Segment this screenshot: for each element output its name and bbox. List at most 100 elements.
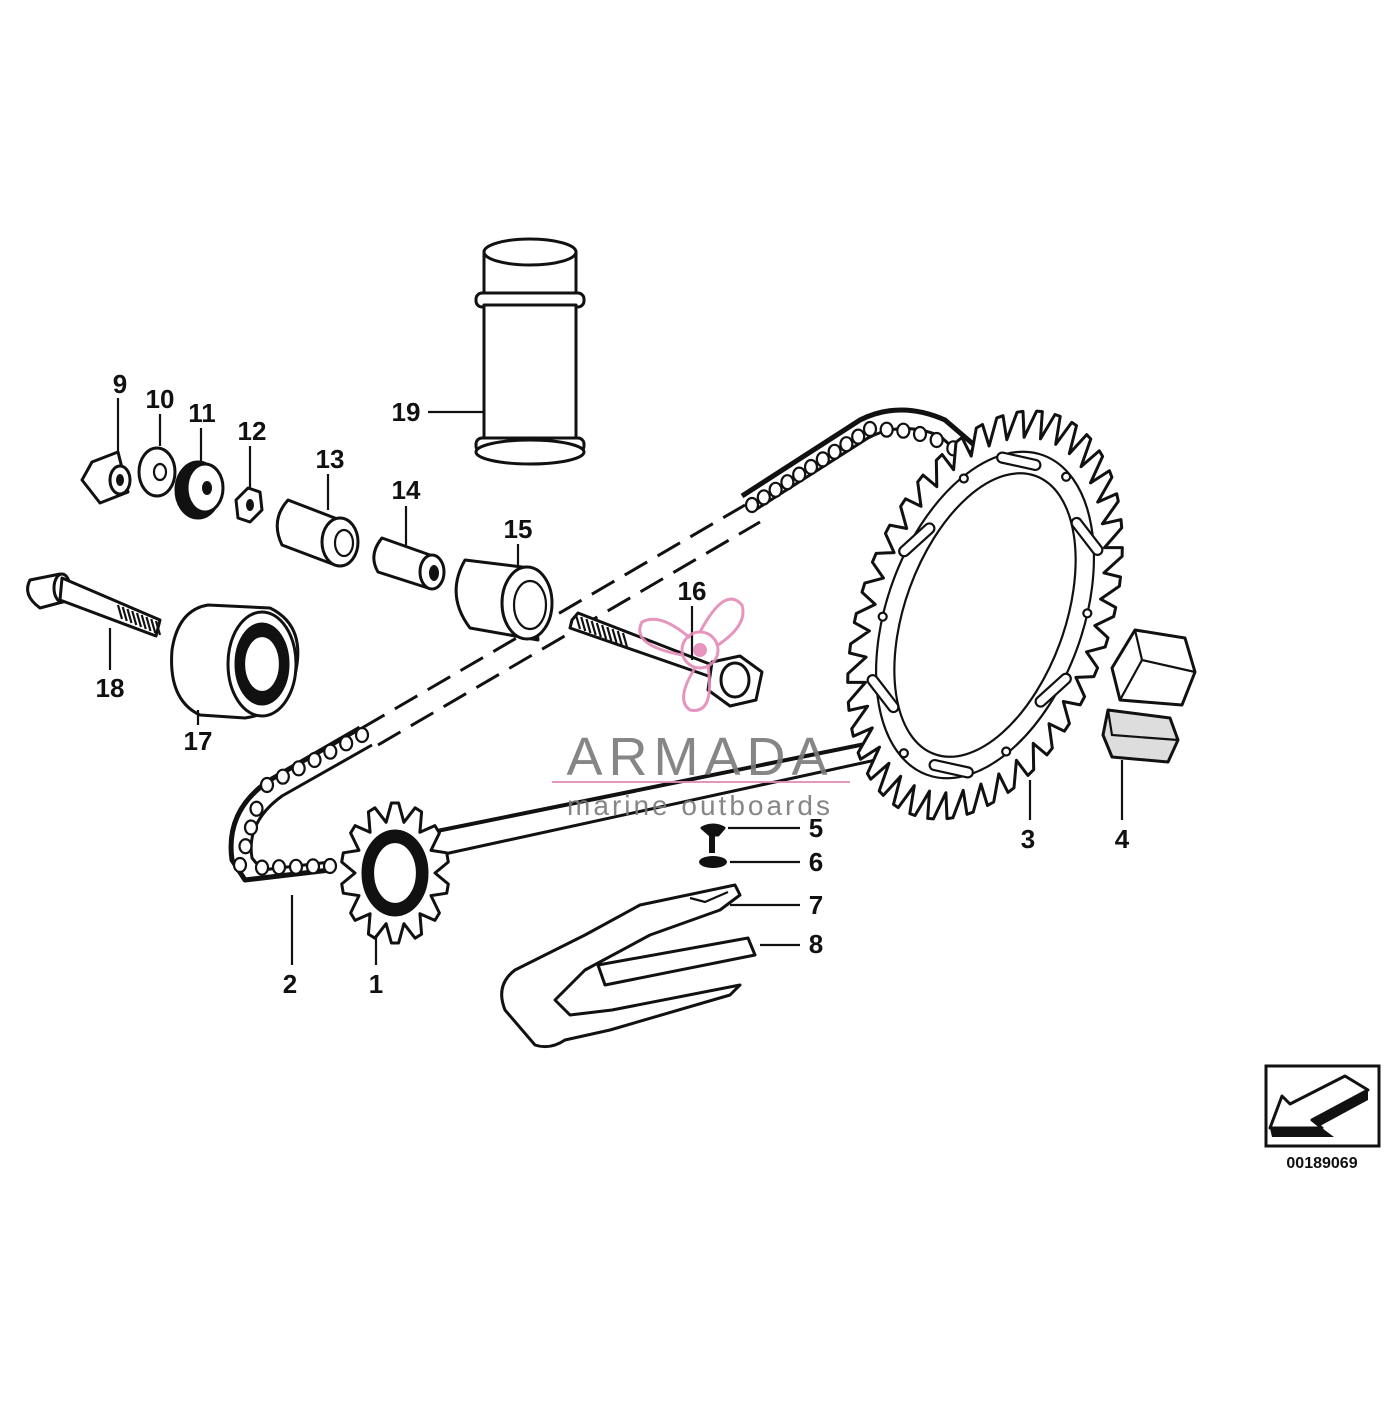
chain-roller: [744, 496, 760, 514]
bolt-thread: [590, 620, 597, 636]
callout-7: 7: [809, 890, 823, 920]
sprocket-hole: [877, 611, 888, 622]
watermark-tagline: marine outboards: [567, 790, 833, 821]
chain-roller: [339, 735, 354, 752]
sprocket-hole: [1001, 746, 1012, 757]
chain-roller: [862, 420, 878, 438]
roller-17: [170, 603, 300, 720]
chain-roller: [307, 751, 322, 769]
callout-4: 4: [1115, 824, 1130, 854]
leader-lines: [108, 398, 1124, 965]
bolt-thread: [131, 610, 138, 626]
chain-roller: [929, 431, 944, 449]
callout-14: 14: [392, 475, 421, 505]
chain-roller: [879, 421, 894, 438]
bolt-thread: [574, 614, 582, 630]
callout-1: 1: [369, 969, 383, 999]
damper-blocks: [1101, 628, 1197, 764]
chain-roller: [780, 474, 795, 491]
chain-roller: [249, 800, 264, 817]
direction-arrow-icon: [1264, 1064, 1381, 1148]
armada-watermark: ARMADA marine outboards: [552, 597, 850, 821]
callout-18: 18: [96, 673, 125, 703]
drawing-number: 00189069: [1286, 1155, 1357, 1172]
bolt-thread: [601, 624, 608, 640]
chain-roller: [815, 451, 830, 468]
roller-15: [454, 558, 554, 642]
sprocket-slot: [996, 451, 1042, 472]
callout-6: 6: [809, 847, 823, 877]
bolt-thread: [595, 622, 602, 638]
bolt-thread: [135, 612, 143, 628]
sprocket-hole: [1061, 471, 1072, 482]
washer-6: [699, 856, 727, 868]
bolt-thread: [126, 608, 133, 624]
chain-roller: [323, 743, 338, 760]
callout-2: 2: [283, 969, 297, 999]
sprocket-hole: [898, 748, 909, 759]
chain-roller: [271, 859, 287, 876]
chain-guard: [500, 883, 757, 1049]
bolt-thread: [580, 616, 587, 632]
sprocket-hole: [1082, 608, 1093, 619]
chain-roller: [912, 425, 928, 443]
callout-5: 5: [809, 813, 823, 843]
bolt-18: [26, 572, 162, 638]
chain-roller: [792, 466, 807, 483]
chain-roller: [232, 856, 248, 874]
rear-sprocket: [846, 409, 1124, 821]
bolt-thread: [121, 606, 128, 622]
propeller-icon: [638, 597, 745, 712]
bolt-thread: [116, 604, 124, 620]
callout-labels: 1 2 3 4 5 6 7 8 9 10 11 12 13 14 15 16 1…: [96, 369, 1130, 999]
chain-roller: [288, 858, 304, 875]
sprocket-slot: [1070, 516, 1104, 556]
bolt-thread: [611, 628, 618, 644]
bolt-16: [568, 611, 764, 708]
chain-roller: [254, 859, 270, 876]
chain-roller: [756, 489, 771, 506]
sprocket-hole: [958, 473, 969, 484]
callout-11: 11: [188, 398, 216, 428]
chain-roller: [768, 481, 783, 498]
chain-roller: [291, 760, 306, 777]
bolt-thread: [150, 618, 157, 634]
callout-15: 15: [504, 514, 533, 544]
callout-8: 8: [809, 929, 823, 959]
spray-can: [474, 237, 586, 466]
bolt-thread: [145, 616, 152, 632]
callout-17: 17: [184, 726, 213, 756]
bolt-thread: [585, 618, 592, 634]
callout-9: 9: [113, 369, 127, 399]
chain-roller: [839, 436, 854, 453]
spacer-13: [275, 498, 360, 568]
washer-10: [137, 446, 177, 498]
callout-13: 13: [316, 444, 345, 474]
nut-12: [234, 486, 264, 524]
bolt-thread: [621, 632, 629, 648]
chain-roller: [354, 726, 370, 744]
front-sprocket: [340, 801, 450, 945]
chain-roller: [896, 422, 911, 439]
chain-roller: [827, 443, 842, 460]
watermark-brand: ARMADA: [566, 727, 833, 787]
callout-3: 3: [1021, 824, 1035, 854]
screw-5: [700, 823, 726, 853]
callout-12: 12: [238, 416, 267, 446]
sprocket-slot: [928, 758, 974, 779]
chain-roller: [851, 428, 866, 445]
chain-roller: [803, 458, 819, 476]
sprocket-slot: [866, 674, 900, 714]
bolt-thread: [616, 630, 623, 646]
callout-16: 16: [678, 576, 707, 606]
chain-roller: [238, 838, 253, 855]
chain-roller: [305, 858, 321, 875]
chain-roller: [259, 776, 275, 794]
bolt-thread: [606, 626, 613, 642]
chain-roller: [322, 857, 338, 875]
sprocket-slot: [898, 522, 936, 558]
chain-roller: [275, 768, 290, 785]
sprocket-slot: [1034, 672, 1072, 708]
callout-10: 10: [146, 384, 175, 414]
sleeve-14: [372, 536, 446, 591]
